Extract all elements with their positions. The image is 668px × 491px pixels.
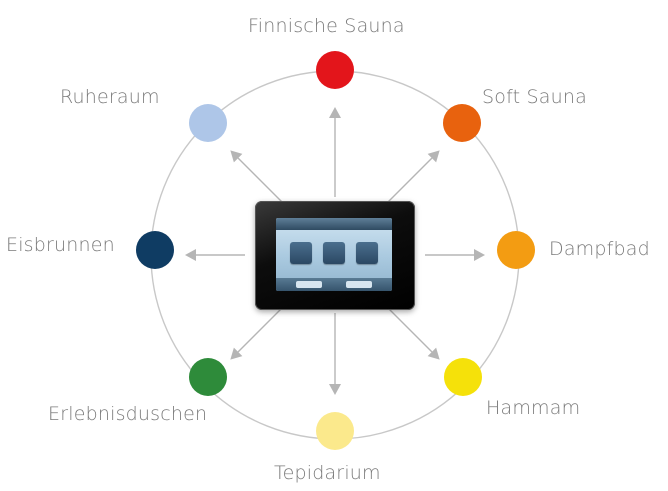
arrow-line-hammam bbox=[384, 304, 433, 353]
arrowhead-erlebnisduschen bbox=[230, 347, 243, 360]
node-eisbrunnen-dot bbox=[136, 231, 174, 269]
arrows-group bbox=[185, 107, 485, 395]
screen-tile-sauna bbox=[290, 242, 312, 264]
node-hammam-dot bbox=[444, 358, 482, 396]
node-finnische-sauna-dot bbox=[316, 51, 354, 89]
node-tepidarium-label: Tepidarium bbox=[274, 462, 381, 484]
screen-footer-bar bbox=[276, 278, 392, 291]
arrowhead-dampfbad bbox=[474, 249, 485, 261]
screen-footer-button-right bbox=[346, 281, 372, 288]
screen-tile-steam bbox=[323, 242, 345, 264]
node-erlebnisduschen-dot bbox=[189, 358, 227, 396]
node-dampfbad-dot bbox=[497, 231, 535, 269]
touch-control-panel-icon bbox=[255, 201, 415, 310]
screen-header-bar bbox=[276, 218, 392, 230]
node-hammam-label: Hammam bbox=[486, 397, 581, 419]
node-finnische-sauna-label: Finnische Sauna bbox=[248, 15, 405, 37]
arrowhead-hammam bbox=[427, 347, 440, 360]
arrowhead-tepidarium bbox=[329, 384, 341, 395]
node-soft-sauna-label: Soft Sauna bbox=[482, 86, 587, 108]
arrowhead-eisbrunnen bbox=[185, 249, 196, 261]
node-ruheraum-label: Ruheraum bbox=[60, 86, 160, 108]
arrowhead-soft-sauna bbox=[427, 150, 440, 163]
node-ruheraum-dot bbox=[189, 104, 227, 142]
screen-footer-button-left bbox=[296, 281, 322, 288]
arrowhead-finnische-sauna bbox=[329, 107, 341, 118]
screen-tile-fan bbox=[356, 242, 378, 264]
node-tepidarium-dot bbox=[316, 412, 354, 450]
node-dampfbad-label: Dampfbad bbox=[549, 238, 650, 260]
node-eisbrunnen-label: Eisbrunnen bbox=[6, 234, 115, 256]
node-erlebnisduschen-label: Erlebnisduschen bbox=[48, 403, 208, 425]
arrow-line-ruheraum bbox=[237, 157, 286, 206]
arrow-line-erlebnisduschen bbox=[237, 304, 286, 353]
arrowhead-ruheraum bbox=[230, 150, 243, 163]
arrow-line-soft-sauna bbox=[384, 157, 433, 206]
node-soft-sauna-dot bbox=[443, 104, 481, 142]
control-panel-screen bbox=[276, 218, 392, 291]
